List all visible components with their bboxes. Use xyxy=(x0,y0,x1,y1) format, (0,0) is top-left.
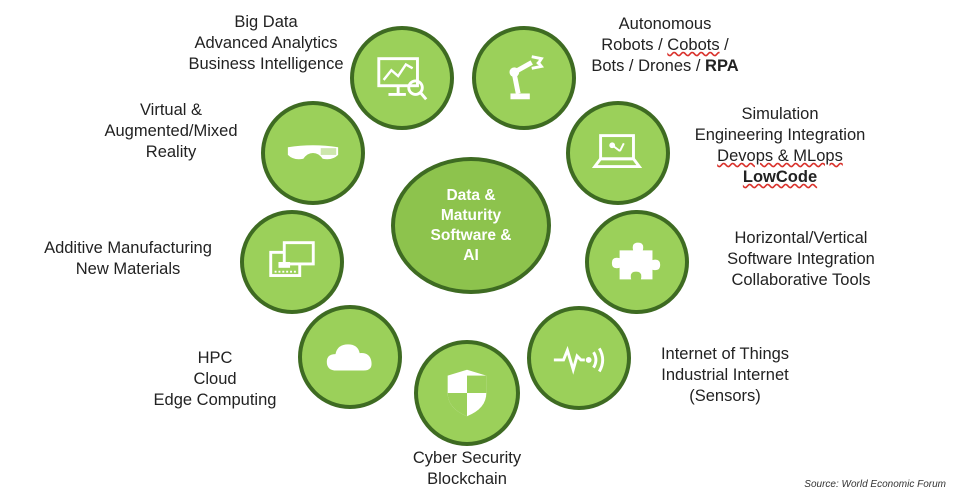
label-line: New Materials xyxy=(75,260,181,278)
node-big-data xyxy=(350,26,454,130)
analytics-monitor-icon xyxy=(377,57,428,101)
puzzle-piece-icon xyxy=(611,242,661,280)
center-line-1: Data & xyxy=(446,186,496,204)
iot-signal-icon xyxy=(553,345,605,375)
label-line: Horizontal/Vertical xyxy=(734,229,868,247)
label-autonomous-robots: Autonomous Robots / Cobots / Bots / Dron… xyxy=(570,14,760,77)
label-line: Autonomous xyxy=(618,15,712,33)
label-line: Edge Computing xyxy=(153,391,277,409)
laptop-simulation-icon xyxy=(591,134,643,168)
shield-icon xyxy=(447,369,487,417)
label-line: Software Integration xyxy=(727,250,875,268)
label-line: LowCode xyxy=(742,168,818,186)
label-line: Collaborative Tools xyxy=(731,271,871,289)
label-line: Additive Manufacturing xyxy=(44,239,212,257)
source-caption: Source: World Economic Forum xyxy=(804,479,946,490)
label-cloud: HPC Cloud Edge Computing xyxy=(130,348,300,411)
node-cloud xyxy=(298,305,402,409)
node-iot xyxy=(527,306,631,410)
label-line: Engineering Integration xyxy=(694,126,866,144)
label-line: Advanced Analytics xyxy=(194,34,338,52)
label-line-robots: Robots / Cobots / xyxy=(601,36,729,54)
cloud-icon xyxy=(326,344,372,371)
label-simulation: Simulation Engineering Integration Devop… xyxy=(680,104,880,188)
label-line: Reality xyxy=(145,143,197,161)
label-line-bots: Bots / Drones / RPA xyxy=(591,57,739,75)
label-line: Industrial Internet xyxy=(661,366,789,384)
3d-printer-icon xyxy=(269,241,315,277)
label-line: Business Intelligence xyxy=(188,55,344,73)
cobots-word: Cobots xyxy=(667,36,720,54)
node-cyber-security xyxy=(414,340,520,446)
label-line: Devops & MLops xyxy=(717,147,843,165)
label-iot: Internet of Things Industrial Internet (… xyxy=(640,344,810,407)
robot-arm-icon xyxy=(509,55,545,100)
label-line: HPC xyxy=(197,349,233,367)
center-node: Data & Maturity Software & AI xyxy=(391,157,551,294)
rpa-word: RPA xyxy=(705,57,739,75)
center-line-3: Software & xyxy=(430,226,512,244)
node-horizontal-vertical xyxy=(585,210,689,314)
node-autonomous-robots xyxy=(472,26,576,130)
label-line: Virtual & xyxy=(139,101,203,119)
label-line: (Sensors) xyxy=(689,387,761,405)
label-line: Blockchain xyxy=(427,470,507,488)
label-additive-manufacturing: Additive Manufacturing New Materials xyxy=(28,238,228,280)
node-simulation xyxy=(566,101,670,205)
label-line: Cyber Security xyxy=(412,449,522,467)
label-line: Simulation xyxy=(741,105,819,123)
label-big-data: Big Data Advanced Analytics Business Int… xyxy=(176,12,356,75)
center-line-2: Maturity xyxy=(440,206,502,224)
center-line-4: AI xyxy=(463,246,479,264)
label-cyber-security: Cyber Security Blockchain xyxy=(392,448,542,490)
label-horizontal-vertical: Horizontal/Vertical Software Integration… xyxy=(706,228,896,291)
label-line: Internet of Things xyxy=(660,345,790,363)
label-line: Cloud xyxy=(193,370,237,388)
node-virtual-reality xyxy=(261,101,365,205)
label-virtual-reality: Virtual & Augmented/Mixed Reality xyxy=(86,100,256,163)
label-line: Augmented/Mixed xyxy=(104,122,238,140)
node-additive-manufacturing xyxy=(240,210,344,314)
label-line: Big Data xyxy=(234,13,298,31)
vr-headset-icon xyxy=(287,145,339,160)
